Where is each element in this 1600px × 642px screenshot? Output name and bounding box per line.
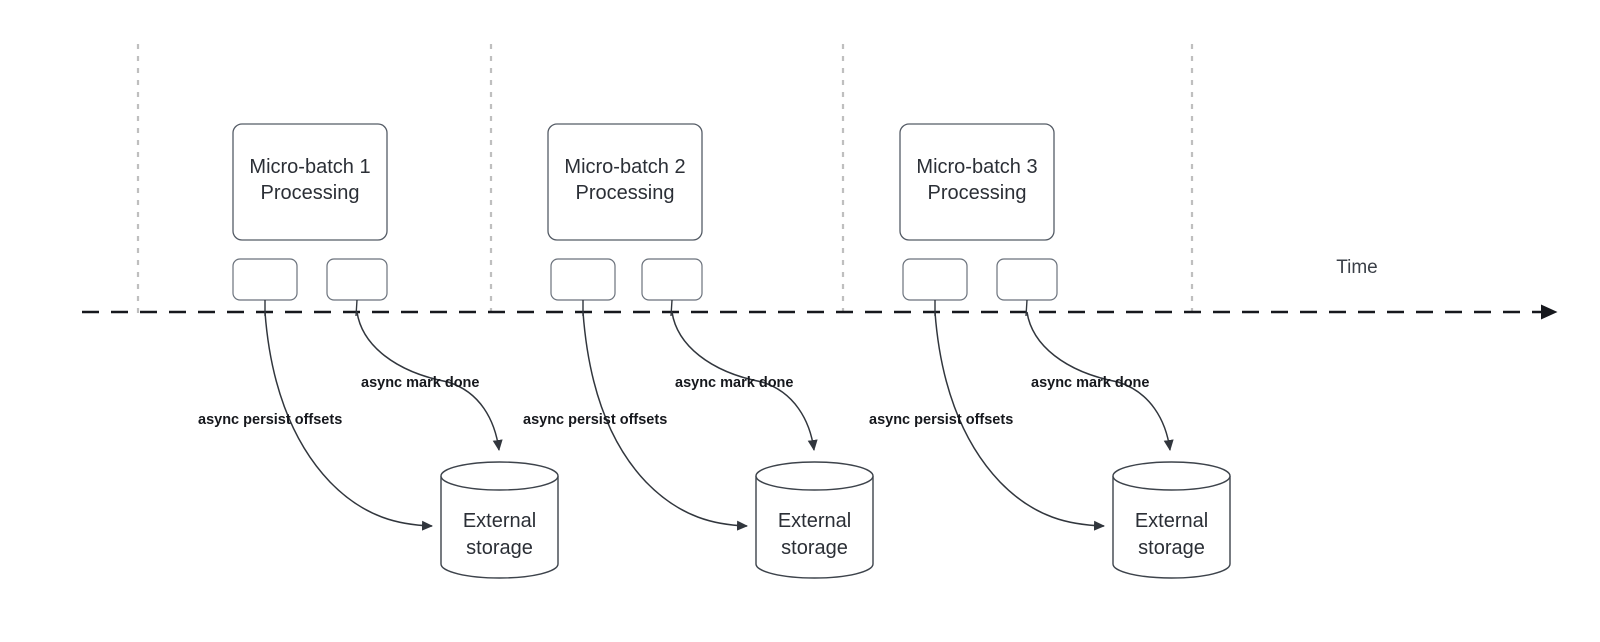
external-storage-3-top bbox=[1112, 461, 1231, 491]
persist-edge-3-label: async persist offsets bbox=[869, 412, 1013, 428]
persist-edge-1-path bbox=[264, 311, 433, 531]
group-1: Micro-batch 1 Processing async persist o… bbox=[198, 123, 559, 579]
external-storage-2-label-line2: storage bbox=[781, 537, 848, 559]
external-storage-2-body[interactable] bbox=[755, 476, 874, 579]
mark-done-task-2-box[interactable] bbox=[641, 258, 703, 301]
micro-batch-3-box[interactable] bbox=[899, 123, 1055, 241]
persist-edge-3-path bbox=[934, 311, 1105, 531]
group-3: Micro-batch 3 Processing async persist o… bbox=[869, 123, 1231, 579]
mark-done-task-3-stem bbox=[1025, 299, 1028, 317]
micro-batch-2-label-line2: Processing bbox=[576, 182, 675, 204]
persist-edge-1-label: async persist offsets bbox=[198, 412, 342, 428]
external-storage-1-top bbox=[440, 461, 559, 491]
external-storage-3-body[interactable] bbox=[1112, 476, 1231, 579]
persist-task-2-box[interactable] bbox=[550, 258, 616, 301]
persist-edge-2-path bbox=[582, 311, 748, 531]
micro-batch-1-label-line1: Micro-batch 1 bbox=[249, 156, 370, 178]
tick-lines bbox=[136, 44, 1194, 318]
mark-done-task-2-stem bbox=[670, 299, 673, 317]
external-storage-1-body[interactable] bbox=[440, 476, 559, 579]
external-storage-1-label-line2: storage bbox=[466, 537, 533, 559]
micro-batch-1-label-line2: Processing bbox=[261, 182, 360, 204]
external-storage-2-top bbox=[755, 461, 874, 491]
external-storage-2-label-line1: External bbox=[778, 510, 851, 532]
persist-edge-2-label: async persist offsets bbox=[523, 412, 667, 428]
external-storage-3-label-line1: External bbox=[1135, 510, 1208, 532]
persist-task-3-box[interactable] bbox=[902, 258, 968, 301]
external-storage-3-label-line2: storage bbox=[1138, 537, 1205, 559]
mark-done-edge-2-path bbox=[671, 311, 818, 451]
mark-done-edge-1-label: async mark done bbox=[361, 375, 479, 391]
mark-done-edge-1-path bbox=[356, 311, 503, 451]
micro-batch-1-box[interactable] bbox=[232, 123, 388, 241]
external-storage-1-label-line1: External bbox=[463, 510, 536, 532]
mark-done-task-1-box[interactable] bbox=[326, 258, 388, 301]
persist-task-1-box[interactable] bbox=[232, 258, 298, 301]
mark-done-task-3-box[interactable] bbox=[996, 258, 1058, 301]
micro-batch-3-label-line2: Processing bbox=[928, 182, 1027, 204]
mark-done-edge-3-path bbox=[1026, 311, 1174, 451]
mark-done-task-1-stem bbox=[355, 299, 358, 317]
micro-batch-3-label-line1: Micro-batch 3 bbox=[916, 156, 1037, 178]
mark-done-edge-2-label: async mark done bbox=[675, 375, 793, 391]
micro-batch-2-label-line1: Micro-batch 2 bbox=[564, 156, 685, 178]
mark-done-edge-3-label: async mark done bbox=[1031, 375, 1149, 391]
group-2: Micro-batch 2 Processing async persist o… bbox=[523, 123, 874, 579]
micro-batch-2-box[interactable] bbox=[547, 123, 703, 241]
time-axis-label: Time bbox=[1336, 257, 1378, 278]
